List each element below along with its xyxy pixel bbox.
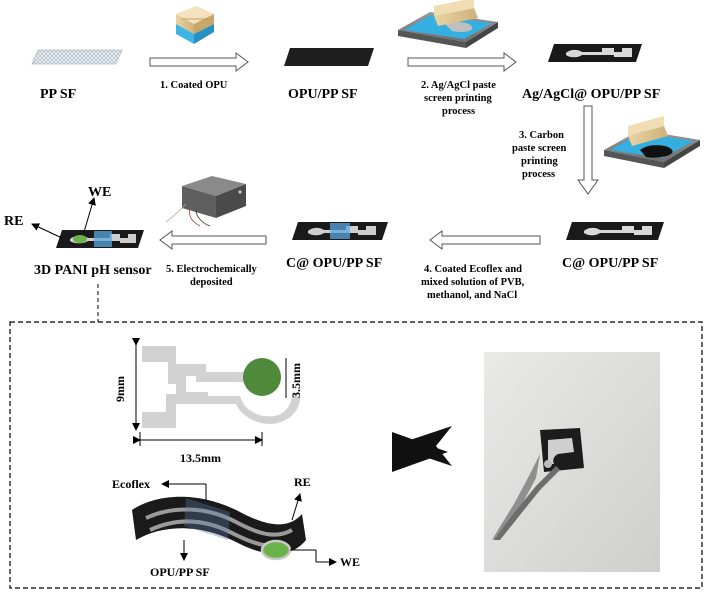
pani-sensor-sheet (56, 230, 144, 248)
ecoflex-label: Ecoflex (112, 477, 150, 491)
step2-label-1: 2. Ag/AgCl paste (421, 80, 496, 91)
pp-sf-label: PP SF (40, 87, 76, 102)
step5-label-2: deposited (190, 277, 233, 288)
c-opu-sheet-right (566, 222, 664, 240)
c-opu-sheet-mid (292, 222, 388, 240)
flexible-sensor-drawing (132, 496, 306, 561)
step1-label: 1. Coated OPU (160, 80, 228, 91)
re-pointer-detail (291, 493, 302, 521)
we-label-detail: WE (340, 555, 360, 569)
pp-sf-sheet (31, 49, 123, 65)
step3-label-1: 3. Carbon (519, 130, 564, 141)
c-opu-label-mid: C@ OPU/PP SF (286, 256, 382, 271)
carbon-printing-tray-icon (604, 116, 700, 168)
step4-label-1: 4. Coated Ecoflex and (424, 264, 522, 275)
electrode-layout-drawing (142, 346, 300, 428)
step2-label-2: screen printing (424, 93, 493, 104)
step5-label-1: 5. Electrochemically (166, 264, 258, 275)
arrow-step1 (149, 52, 249, 72)
we-pointer (83, 197, 96, 233)
step4-label-3: methanol, and NaCl (427, 290, 517, 301)
agagcl-sheet (548, 44, 642, 62)
opu-pp-sf-sheet (284, 48, 374, 66)
sensor-photo (484, 352, 660, 572)
step3-label-3: printing (521, 156, 559, 167)
sensor-name-label: 3D PANI pH sensor (34, 263, 152, 278)
height-dim-label: 9mm (113, 376, 127, 402)
arrow-step4 (429, 230, 541, 250)
width-dim-label: 13.5mm (180, 451, 221, 465)
detail-box (9, 321, 703, 589)
opu-label-detail: OPU/PP SF (150, 565, 210, 579)
re-label-top: RE (4, 214, 23, 229)
potentiostat-icon (165, 176, 246, 227)
c-opu-label-right: C@ OPU/PP SF (562, 256, 658, 271)
diameter-dim-label: 3.5mm (289, 363, 303, 398)
coating-applicator-icon (176, 6, 214, 44)
arrow-step3 (577, 105, 599, 195)
result-arrow-head (392, 432, 448, 472)
re-label-detail: RE (294, 475, 311, 489)
we-label-top: WE (88, 185, 111, 200)
agagcl-label: Ag/AgCl@ OPU/PP SF (522, 87, 660, 102)
opu-pp-sf-label: OPU/PP SF (288, 87, 358, 102)
arrow-step5 (159, 230, 267, 250)
working-electrode-disc (243, 358, 281, 396)
re-pointer (31, 223, 63, 239)
arrow-step2 (407, 52, 517, 72)
step3-label-4: process (522, 169, 555, 180)
screen-printing-tray-icon (398, 0, 498, 48)
step4-label-2: mixed solution of PVB, (421, 277, 525, 288)
step2-label-3: process (442, 106, 475, 117)
step3-label-2: paste screen (512, 143, 566, 154)
